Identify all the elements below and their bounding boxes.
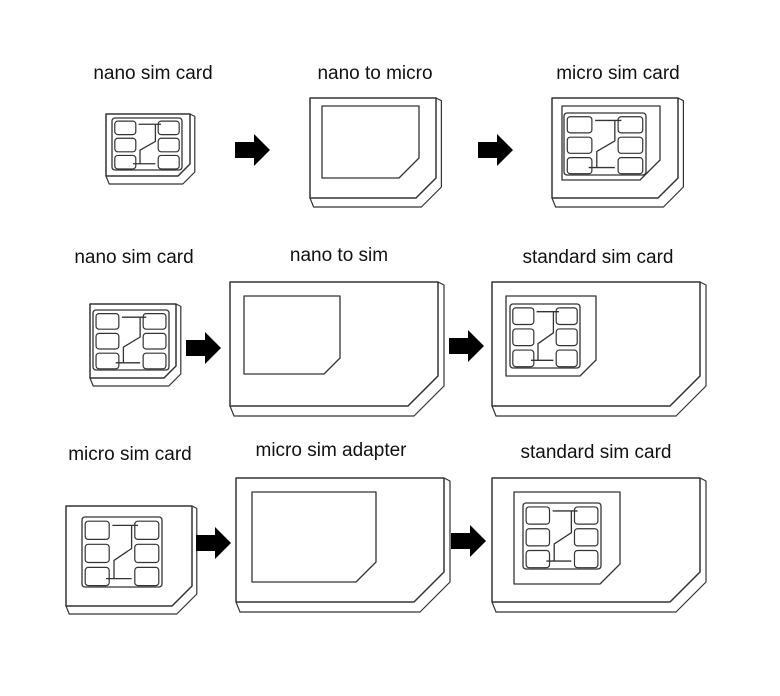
arrow-right-icon: [186, 332, 221, 364]
micro-sim-card-icon: [551, 97, 684, 208]
arrow-right-icon: [449, 330, 484, 362]
micro-sim-adapter-icon: [235, 477, 451, 613]
label-row3-micro-sim-adapter: micro sim adapter: [256, 440, 408, 461]
label-row2-nano-to-sim: nano to sim: [290, 245, 388, 266]
nano-to-sim-adapter-icon: [229, 281, 445, 417]
label-row1-nano-to-micro: nano to micro: [317, 63, 432, 84]
nano-to-micro-adapter-icon: [309, 97, 442, 208]
label-row2-nano-sim-card: nano sim card: [74, 247, 193, 268]
nano-sim-card-icon: [89, 303, 182, 387]
label-row3-standard-sim-card: standard sim card: [520, 442, 671, 463]
standard-sim-card-icon: [491, 477, 707, 613]
label-row1-micro-sim-card: micro sim card: [556, 63, 680, 84]
label-row1-nano-sim-card: nano sim card: [93, 63, 212, 84]
arrow-right-icon: [478, 134, 513, 166]
arrow-right-icon: [451, 525, 486, 557]
label-row3-micro-sim-card: micro sim card: [68, 444, 192, 465]
label-row2-standard-sim-card: standard sim card: [522, 247, 673, 268]
arrow-right-icon: [196, 527, 231, 559]
arrow-right-icon: [235, 134, 270, 166]
standard-sim-card-icon: [491, 281, 707, 417]
micro-sim-card-icon: [65, 505, 198, 615]
nano-sim-card-icon: [105, 113, 196, 185]
